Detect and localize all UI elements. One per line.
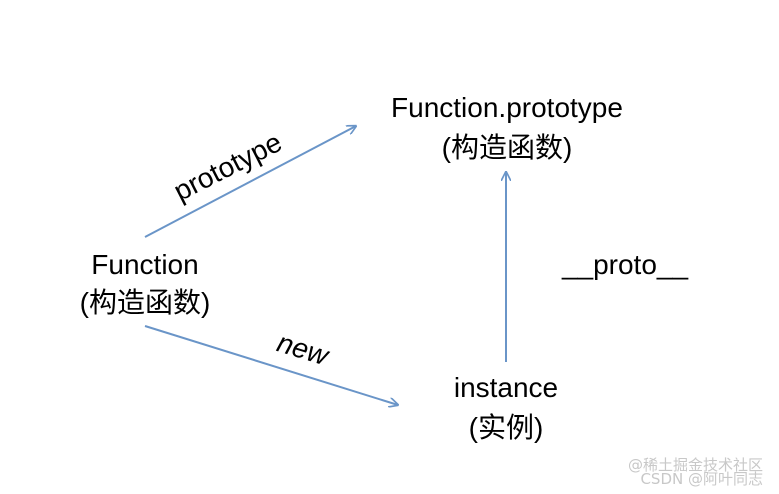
node-instance-note: (实例): [469, 412, 544, 443]
node-function-note: (构造函数): [80, 287, 211, 318]
edge-label-proto: __proto__: [561, 249, 689, 280]
edge-instance-to-function-prototype: __proto__: [506, 172, 688, 362]
edge-function-to-prototype: prototype: [144, 126, 356, 238]
node-function-name: Function: [91, 249, 198, 280]
edge-function-to-instance: new: [144, 325, 398, 405]
edge-label-prototype: prototype: [169, 126, 287, 207]
node-function: Function (构造函数): [80, 249, 211, 318]
watermark-line-2: CSDN @阿叶同志: [640, 470, 763, 488]
watermark-line-1: @稀土掘金技术社区: [628, 456, 763, 474]
watermark: @稀土掘金技术社区 CSDN @阿叶同志: [628, 456, 763, 488]
edge-label-new: new: [274, 327, 334, 372]
node-function-prototype: Function.prototype (构造函数): [391, 92, 623, 163]
node-function-prototype-name: Function.prototype: [391, 92, 623, 123]
node-instance-name: instance: [454, 372, 558, 403]
node-instance: instance (实例): [454, 372, 558, 443]
arrow-new: [144, 325, 398, 405]
node-function-prototype-note: (构造函数): [442, 132, 573, 163]
arrow-prototype: [144, 126, 356, 238]
